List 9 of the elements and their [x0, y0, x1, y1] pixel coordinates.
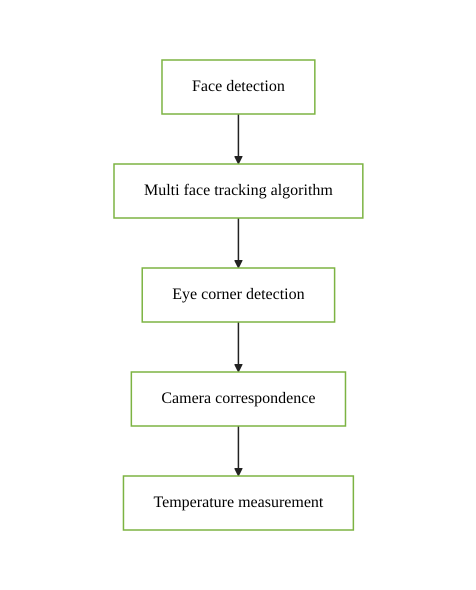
arrow [234, 114, 242, 164]
arrow [234, 322, 242, 372]
node-box: Multi face tracking algorithm [112, 163, 364, 219]
arrow [234, 218, 242, 268]
node-box: Face detection [160, 59, 316, 115]
node-box: Eye corner detection [141, 267, 335, 323]
node-box: Temperature measurement [122, 475, 354, 531]
arrow [234, 426, 242, 476]
node-box: Camera correspondence [130, 371, 346, 427]
